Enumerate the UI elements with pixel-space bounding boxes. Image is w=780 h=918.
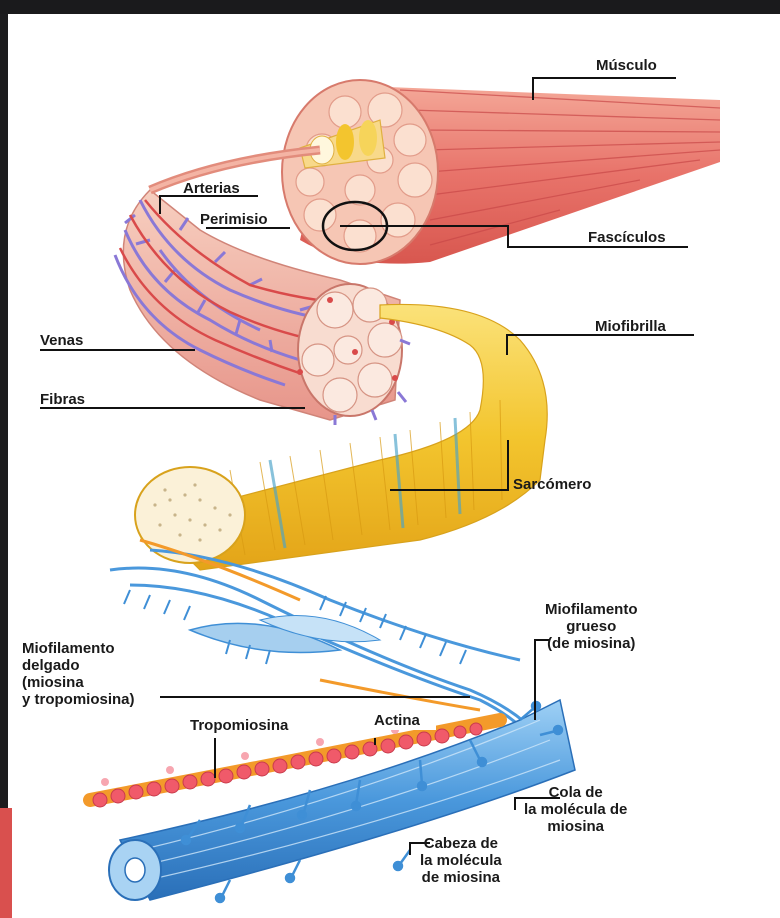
label-actina: Actina (374, 712, 420, 729)
tissue-fragment (0, 808, 12, 918)
label-tropomiosina: Tropomiosina (190, 717, 288, 734)
label-miofilamento-delgado: Miofilamento delgado (miosina y tropomio… (22, 640, 135, 708)
label-sarcomero: Sarcómero (513, 476, 591, 493)
label-miofibrilla: Miofibrilla (595, 318, 666, 335)
label-fibras: Fibras (40, 391, 85, 408)
label-fasciculos: Fascículos (588, 229, 666, 246)
label-cola-molecula: Cola de la molécula de miosina (524, 784, 627, 835)
label-musculo: Músculo (596, 57, 657, 74)
label-venas: Venas (40, 332, 83, 349)
label-perimisio: Perimisio (200, 211, 268, 228)
label-miofilamento-grueso: Miofilamento grueso (de miosina) (545, 601, 638, 652)
label-cabeza-molecula: Cabeza de la molécula de miosina (420, 835, 502, 886)
label-arterias: Arterias (183, 180, 240, 197)
